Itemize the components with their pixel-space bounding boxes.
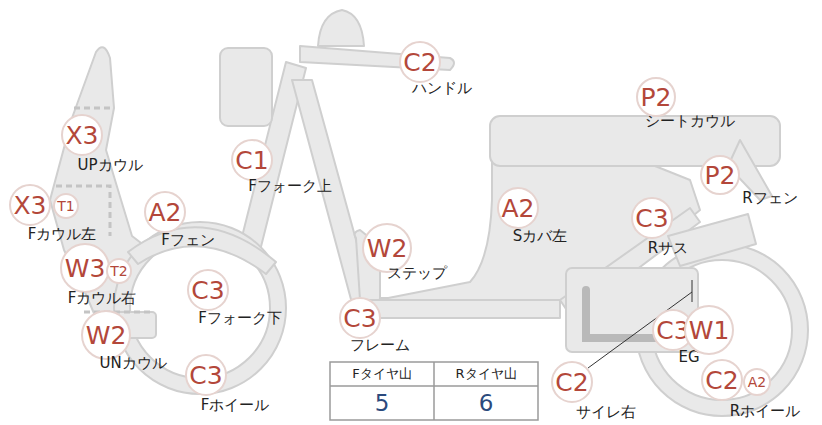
part-name: ステップ xyxy=(387,265,447,282)
callout-circle: X3UPカウル xyxy=(61,114,103,156)
table-header: Rタイヤ山 xyxy=(455,367,516,381)
part-name: Fフェン xyxy=(161,232,215,249)
part-name: Fカウル右 xyxy=(68,290,137,307)
callout-circle: W3Fカウル右 xyxy=(60,243,110,293)
part-name: Fフォーク下 xyxy=(198,310,282,327)
callout-circle: P2シートカウル xyxy=(636,77,676,117)
part-name: サイレ右 xyxy=(576,404,636,421)
part-name: UNカウル xyxy=(99,355,166,372)
damage-code: C3 xyxy=(343,306,376,331)
damage-code: C2 xyxy=(705,368,738,393)
table-header: Fタイヤ山 xyxy=(352,367,411,381)
damage-code: W1 xyxy=(689,318,730,343)
part-name: フレーム xyxy=(350,337,410,354)
callout-circle: W2UNカウル xyxy=(81,310,131,360)
part-name: Fホイール xyxy=(201,397,270,414)
tread-value: 5 xyxy=(375,391,390,416)
damage-code: C3 xyxy=(635,206,668,231)
engine xyxy=(566,268,698,352)
callout-circle: C1Fフォーク上 xyxy=(231,139,273,181)
part-name: Rフェン xyxy=(742,190,797,207)
damage-code: C1 xyxy=(235,148,268,173)
callout-circle: C2ハンドル xyxy=(399,41,441,83)
callout-circle: A2Sカバ左 xyxy=(497,187,539,229)
callout-circle: X3Fカウル左 xyxy=(9,184,51,226)
damage-code: A2 xyxy=(148,200,181,225)
damage-code: W3 xyxy=(65,256,106,281)
callout-circle: T1 xyxy=(53,193,79,219)
damage-code: C2 xyxy=(403,50,436,75)
mirror xyxy=(318,10,364,46)
damage-code: P2 xyxy=(641,85,672,110)
callout-circle: C3Fフォーク下 xyxy=(187,269,229,311)
damage-code: C2 xyxy=(555,370,588,395)
callout-circle: C2Rホイール xyxy=(701,359,743,401)
damage-code: W2 xyxy=(86,323,127,348)
damage-code: C3 xyxy=(189,363,222,388)
damage-code: P2 xyxy=(705,163,736,188)
part-name: Sカバ左 xyxy=(513,228,568,245)
callout-circle: C3フレーム xyxy=(339,297,381,339)
callout-circle: A2 xyxy=(743,368,771,396)
damage-code: A2 xyxy=(501,196,534,221)
part-name: Fカウル左 xyxy=(28,226,97,243)
leader-line xyxy=(588,280,692,368)
callout-circle: T2 xyxy=(106,258,132,284)
part-name: UPカウル xyxy=(77,157,142,174)
tread-table xyxy=(330,362,538,420)
part-name: ハンドル xyxy=(412,80,472,97)
callout-circle: C2サイレ右 xyxy=(551,361,593,403)
callout-circle: W1 xyxy=(684,305,734,355)
damage-code: A2 xyxy=(748,375,766,389)
callout-circle: A2Fフェン xyxy=(144,191,186,233)
callout-circle: W2ステップ xyxy=(362,223,412,273)
part-name: Rホイール xyxy=(730,403,800,420)
tread-value: 6 xyxy=(479,391,494,416)
callout-circle: C3Rサス xyxy=(631,197,673,239)
damage-code: X3 xyxy=(13,193,46,218)
cowl-divisions xyxy=(56,108,150,312)
damage-code: X3 xyxy=(65,123,98,148)
front-fender xyxy=(128,227,276,274)
part-name: Fフォーク上 xyxy=(248,178,332,195)
callout-circle: P2Rフェン xyxy=(700,155,740,195)
damage-code: C3 xyxy=(191,278,224,303)
headlight xyxy=(220,48,272,126)
part-name: Rサス xyxy=(648,240,688,257)
callout-circle: C3Fホイール xyxy=(185,354,227,396)
damage-code: T1 xyxy=(57,199,74,213)
damage-code: W2 xyxy=(367,236,408,261)
damage-code: T2 xyxy=(110,264,127,278)
part-name: シートカウル xyxy=(645,113,735,130)
